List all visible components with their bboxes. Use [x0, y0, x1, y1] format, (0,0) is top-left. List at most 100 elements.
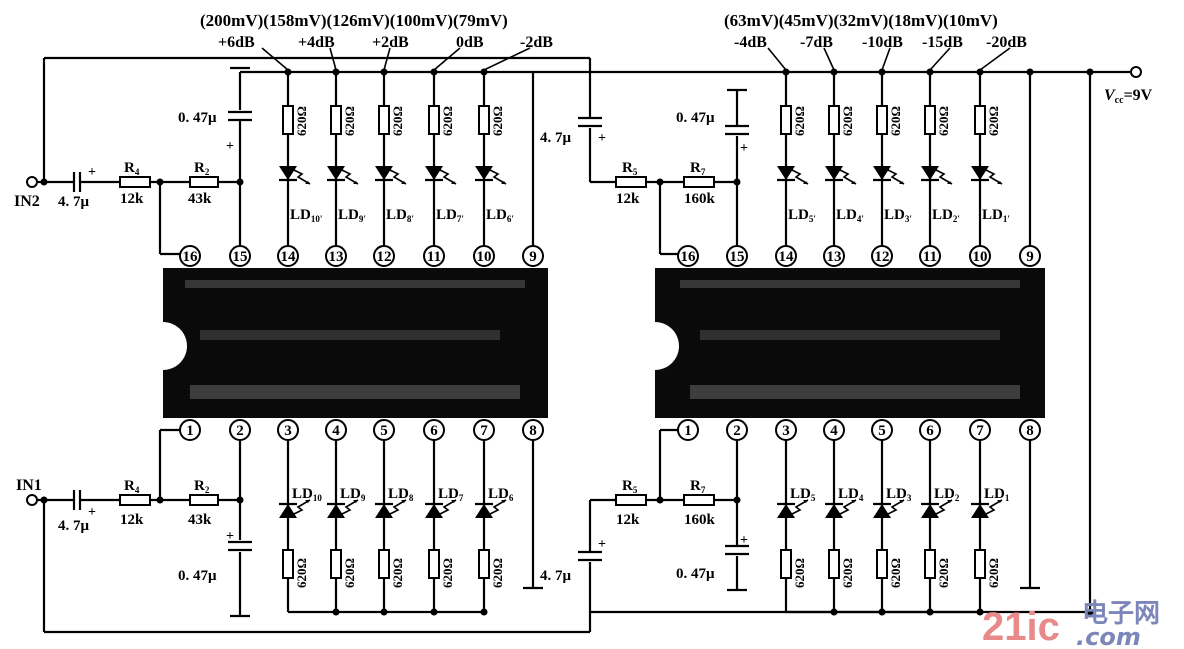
svg-text:9: 9 [529, 249, 537, 265]
ic-pin-5: 5 [871, 419, 893, 441]
junction-dots [40, 68, 1094, 616]
led-branch-bottom: LD8 620Ω [375, 440, 414, 616]
resistor-value: 12k [616, 191, 640, 207]
ic-pin-6: 6 [919, 419, 941, 441]
led-label: LD3 [886, 486, 912, 503]
ic-pin-11: 11 [919, 245, 941, 267]
ic-pin-9: 9 [1019, 245, 1041, 267]
ic-pin-9: 9 [522, 245, 544, 267]
db-label: +6dB [218, 34, 255, 51]
svg-text:7: 7 [976, 423, 984, 439]
led-resistor-value: 620Ω [390, 106, 405, 136]
led-label: LD2 [934, 486, 960, 503]
svg-text:2: 2 [236, 423, 244, 439]
led-label: LD7' [436, 207, 464, 224]
svg-text:15: 15 [233, 249, 248, 265]
resistor-value: 12k [616, 512, 640, 528]
plus-mark: + [598, 131, 606, 146]
ic-pin-5: 5 [373, 419, 395, 441]
resistor-name: R7 [690, 478, 706, 495]
resistor-name: R7 [690, 160, 706, 177]
ic-pin-8: 8 [522, 419, 544, 441]
led-label: LD7 [438, 486, 464, 503]
resistor-name: R5 [622, 478, 638, 495]
svg-text:10: 10 [477, 249, 492, 265]
ic-pin-4: 4 [325, 419, 347, 441]
cap-value: 4. 7μ [540, 568, 572, 584]
led-resistor-value: 620Ω [440, 106, 455, 136]
svg-text:11: 11 [427, 249, 441, 265]
plus-mark: + [88, 505, 96, 520]
svg-text:3: 3 [284, 423, 292, 439]
ic-pin-12: 12 [871, 245, 893, 267]
resistor-value: 12k [120, 512, 144, 528]
svg-text:12: 12 [377, 249, 392, 265]
ic-pin-15: 15 [229, 245, 251, 267]
db-label: -2dB [520, 34, 553, 51]
plus-mark: + [598, 537, 606, 552]
svg-text:8: 8 [1026, 423, 1034, 439]
led-label: LD1' [982, 207, 1010, 224]
svg-text:3: 3 [782, 423, 790, 439]
ic-pin-2: 2 [229, 419, 251, 441]
ic-pin-1: 1 [677, 419, 699, 441]
svg-text:12: 12 [875, 249, 890, 265]
led-label: LD5 [790, 486, 816, 503]
resistor-name: R4 [124, 160, 140, 177]
svg-text:13: 13 [329, 249, 344, 265]
plus-mark: + [226, 139, 234, 154]
svg-text:1: 1 [186, 423, 194, 439]
plus-mark: + [88, 165, 96, 180]
ic-pin-13: 13 [823, 245, 845, 267]
svg-text:4: 4 [830, 423, 838, 439]
led-resistor-value: 620Ω [390, 558, 405, 588]
ic-pin-2: 2 [726, 419, 748, 441]
led-resistor-value: 620Ω [936, 106, 951, 136]
input-resistors [119, 176, 715, 506]
in2-label: IN2 [14, 193, 40, 210]
svg-text:6: 6 [430, 423, 438, 439]
svg-text:13: 13 [827, 249, 842, 265]
resistor-name: R2 [194, 478, 210, 495]
led-label: LD6' [486, 207, 514, 224]
watermark-com: .com [1076, 623, 1141, 649]
ic-pin-12: 12 [373, 245, 395, 267]
svg-text:15: 15 [730, 249, 745, 265]
resistor-value: 43k [188, 191, 212, 207]
ic-pin-14: 14 [775, 245, 797, 267]
led-resistor-value: 620Ω [986, 558, 1001, 588]
ic-pin-16: 16 [179, 245, 201, 267]
cap-value: 0. 47μ [676, 110, 715, 126]
watermark-21ic: 21ic [982, 605, 1060, 649]
svg-text:2: 2 [733, 423, 741, 439]
resistor-value: 12k [120, 191, 144, 207]
led-label: LD6 [488, 486, 514, 503]
cap-value: 4. 7μ [58, 518, 90, 534]
led-label: LD3' [884, 207, 912, 224]
watermark-cn: 电子网 [1082, 599, 1160, 629]
ic-pin-10: 10 [473, 245, 495, 267]
watermark: 21ic 电子网 .com [982, 599, 1160, 649]
svg-text:5: 5 [380, 423, 388, 439]
plus-mark: + [226, 529, 234, 544]
led-label: LD9 [340, 486, 366, 503]
db-label: -4dB [734, 34, 767, 51]
ic-left [163, 268, 548, 418]
cap-value: 0. 47μ [178, 110, 217, 126]
led-resistor-value: 620Ω [792, 558, 807, 588]
ic-pin-11: 11 [423, 245, 445, 267]
cap-value: 4. 7μ [540, 130, 572, 146]
ic-pin-4: 4 [823, 419, 845, 441]
svg-text:10: 10 [973, 249, 988, 265]
svg-text:11: 11 [923, 249, 937, 265]
led-label: LD4' [836, 207, 864, 224]
led-label: LD5' [788, 207, 816, 224]
led-label: LD8 [388, 486, 414, 503]
svg-text:4: 4 [332, 423, 340, 439]
